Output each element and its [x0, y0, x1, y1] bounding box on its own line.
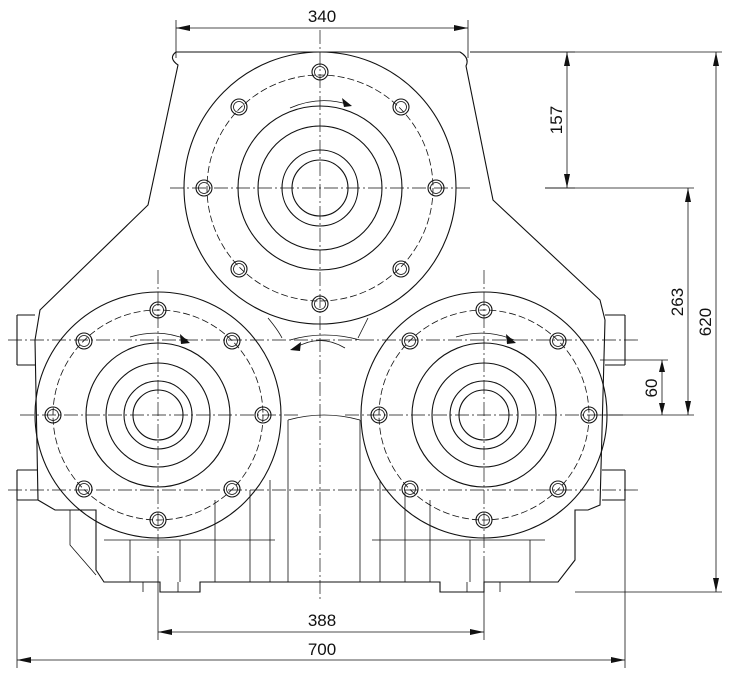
- rotation-arrow-left: [180, 334, 190, 344]
- dim-top-width: 340: [308, 7, 336, 26]
- rotation-arrow-right: [506, 334, 516, 344]
- rotation-arrow-middle: [290, 342, 301, 351]
- housing-ribs: [69, 480, 576, 592]
- dim-total-height: 620: [696, 308, 715, 336]
- dim-total-width: 700: [308, 640, 336, 659]
- dim-top-height: 157: [547, 106, 566, 134]
- housing-outline: [16, 51, 626, 593]
- rotation-arrow-top: [342, 98, 352, 107]
- dim-bottom-span: 388: [308, 611, 336, 630]
- dim-center-offset: 263: [668, 288, 687, 316]
- dimension-labels: 340 157 263 620 60 388 700: [308, 7, 715, 659]
- center-lines: [8, 30, 640, 600]
- dimension-lines: [16, 20, 722, 668]
- dim-small-offset: 60: [642, 379, 661, 398]
